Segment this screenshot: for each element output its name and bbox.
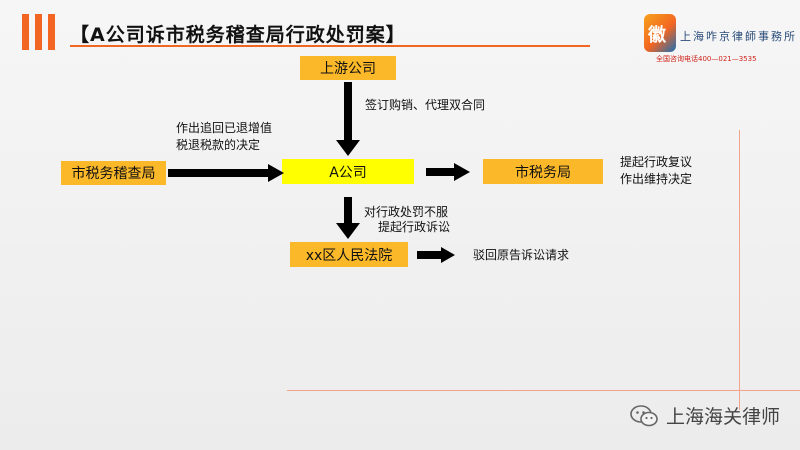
label-recover-line2: 税退税款的决定 xyxy=(176,138,261,152)
label-appeal-line2: 提起行政诉讼 xyxy=(378,220,451,234)
node-district-court: xx区人民法院 xyxy=(290,242,408,267)
label-review-line1: 提起行政复议 xyxy=(620,155,693,169)
arrow-court-to-judgment xyxy=(417,247,455,263)
logo-firm-name: 上海咋京律師事務所 xyxy=(680,30,797,43)
title-deco-bar-1 xyxy=(22,14,29,50)
title-underline xyxy=(70,45,590,47)
label-review-line2: 作出维持决定 xyxy=(620,172,693,186)
logo-mark-char: 徽 xyxy=(648,25,666,46)
deco-vertical-line xyxy=(739,130,740,410)
logo-phone: 全国咨询电话400—021—3535 xyxy=(656,55,757,63)
wechat-icon xyxy=(630,404,658,426)
node-city-tax-bureau: 市税务局 xyxy=(483,159,603,184)
footer-watermark: 上海海关律师 xyxy=(630,402,780,429)
arrow-audit-to-a xyxy=(168,164,284,182)
title-deco-bar-2 xyxy=(35,14,42,50)
label-reject-claim: 驳回原告诉讼请求 xyxy=(473,248,570,262)
arrow-upstream-to-a xyxy=(336,82,360,156)
label-sign-contract: 签订购销、代理双合同 xyxy=(365,98,486,112)
logo-mark-icon: 徽 xyxy=(644,14,676,52)
label-recover-line1: 作出追回已退增值 xyxy=(176,121,273,135)
arrow-a-to-court xyxy=(336,197,360,239)
label-appeal-line1: 对行政处罚不服 xyxy=(364,205,449,219)
node-upstream-company: 上游公司 xyxy=(300,56,396,80)
slide-title: 【A公司诉市税务稽查局行政处罚案】 xyxy=(70,24,406,46)
title-deco-bar-3 xyxy=(48,14,55,50)
firm-logo: 徽 上海咋京律師事務所 全国咨询电话400—021—3535 xyxy=(644,14,797,70)
node-tax-audit-bureau: 市税务稽查局 xyxy=(61,161,166,185)
deco-horizontal-line xyxy=(287,390,800,391)
node-company-a: A公司 xyxy=(282,159,414,184)
footer-account-name: 上海海关律师 xyxy=(666,406,781,428)
arrow-a-to-tax-bureau xyxy=(426,163,470,181)
